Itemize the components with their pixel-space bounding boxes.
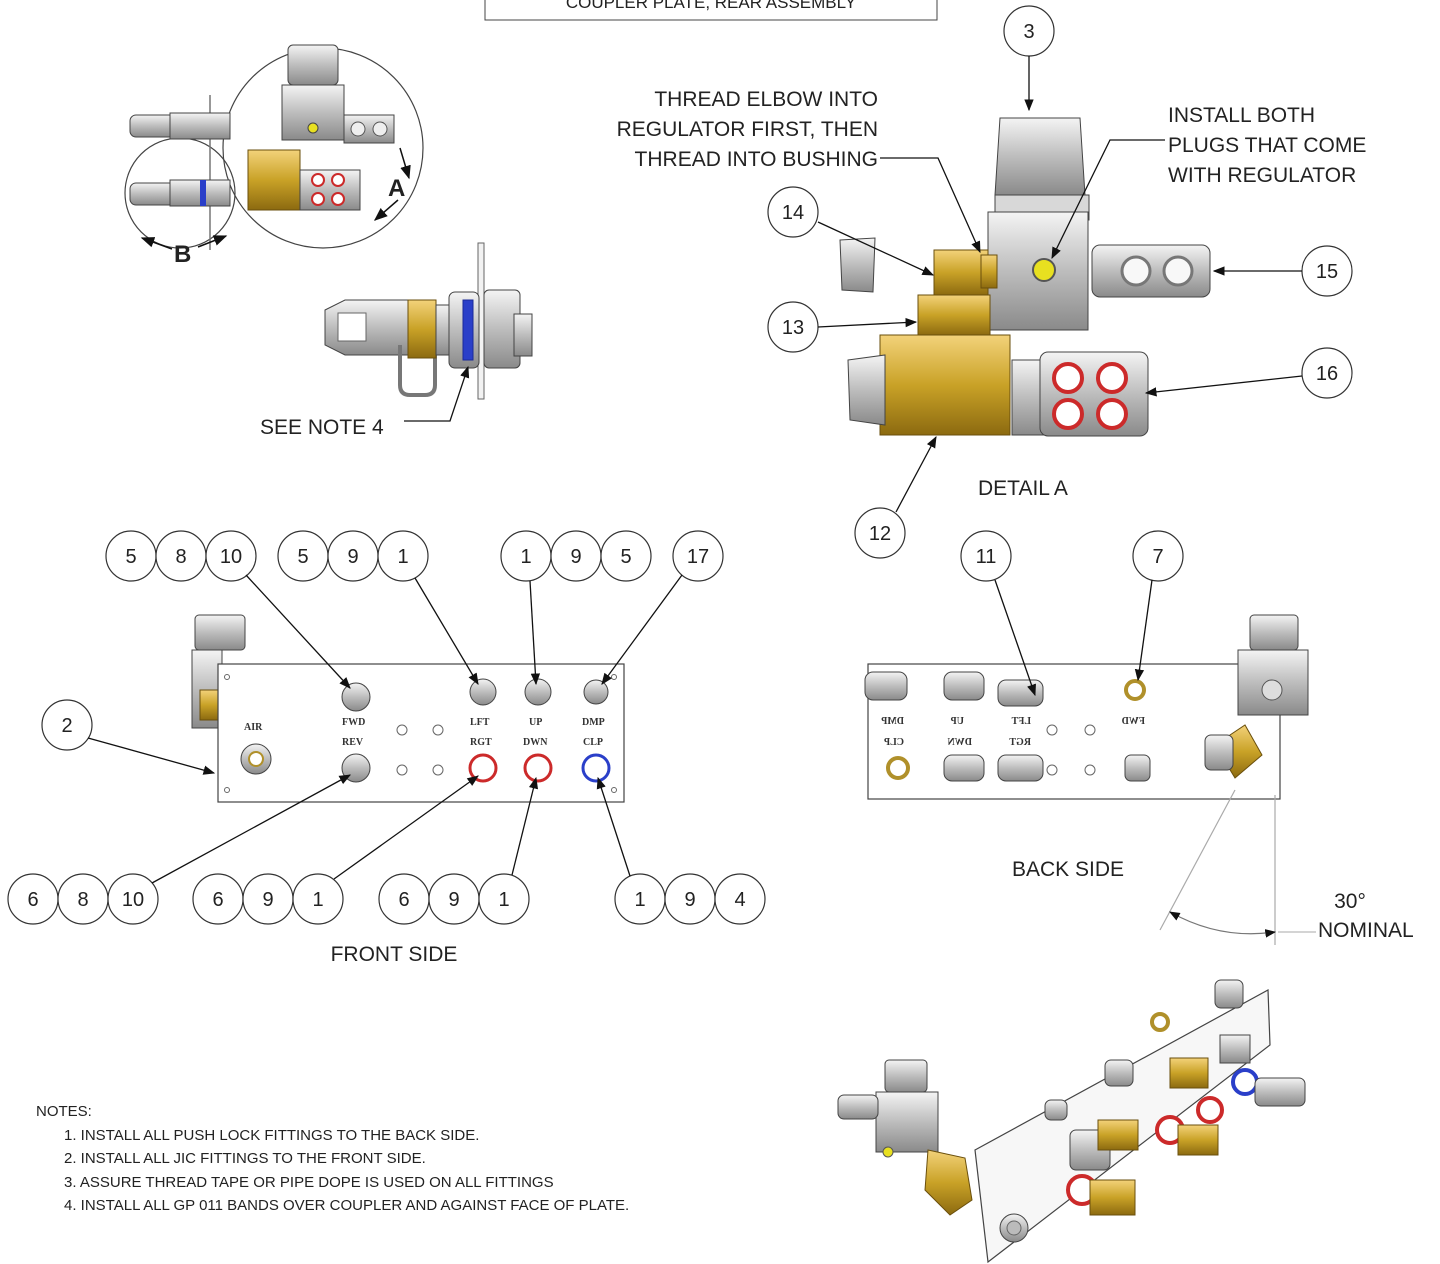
balloon-15: 15 — [1316, 261, 1338, 283]
svg-text:6: 6 — [27, 889, 38, 911]
svg-text:8: 8 — [77, 889, 88, 911]
svg-text:LFT: LFT — [1011, 716, 1031, 727]
isometric-assembly-view — [837, 979, 1306, 1264]
svg-text:2: 2 — [61, 715, 72, 737]
balloon-group-6-8-10: 6 8 10 — [7, 774, 352, 925]
plate-label-clp: CLP — [583, 737, 603, 748]
svg-text:17: 17 — [687, 546, 709, 568]
svg-text:1: 1 — [397, 546, 408, 568]
thread-elbow-line-3: THREAD INTO BUSHING — [635, 148, 878, 171]
svg-text:CLP: CLP — [884, 737, 904, 748]
svg-text:DMP: DMP — [881, 716, 904, 727]
thread-elbow-line-1: THREAD ELBOW INTO — [654, 88, 878, 111]
title-block: COUPLER PLATE, REAR ASSEMBLY — [484, 0, 938, 21]
svg-text:FWD: FWD — [1122, 716, 1145, 727]
notes-heading: NOTES: — [36, 1103, 92, 1120]
balloon-2: 2 — [41, 699, 216, 775]
plate-label-lft: LFT — [470, 717, 490, 728]
detail-b-coupler — [324, 242, 533, 400]
svg-text:10: 10 — [122, 889, 144, 911]
thread-elbow-line-2: REGULATOR FIRST, THEN — [617, 118, 878, 141]
section-a-arrow-1 — [399, 147, 411, 180]
balloon-12: 12 — [869, 523, 891, 545]
see-note-4-leader — [404, 365, 470, 422]
svg-text:1: 1 — [634, 889, 645, 911]
note-item-4: 4. INSTALL ALL GP 011 BANDS OVER COUPLER… — [64, 1197, 630, 1214]
plate-label-up: UP — [529, 717, 542, 728]
section-a-label: A — [388, 175, 405, 202]
back-plate-mirrored-labels: DMP CLP UP DWN LFT RGT FWD — [881, 716, 1145, 748]
svg-text:5: 5 — [297, 546, 308, 568]
svg-text:1: 1 — [498, 889, 509, 911]
svg-text:5: 5 — [620, 546, 631, 568]
angle-value: 30° — [1334, 890, 1366, 913]
balloon-group-5-8-10: 5 8 10 — [105, 530, 351, 689]
balloon-17: 17 — [601, 530, 724, 685]
detail-a-assembly — [839, 117, 1211, 437]
overview-sketch — [124, 44, 424, 250]
front-side-label: FRONT SIDE — [331, 943, 458, 966]
front-plate — [191, 614, 625, 803]
balloon-7: 7 — [1132, 530, 1184, 682]
svg-text:6: 6 — [398, 889, 409, 911]
plate-label-air: AIR — [244, 722, 263, 733]
angle-nominal: NOMINAL — [1318, 919, 1414, 942]
balloon-13: 13 — [782, 317, 804, 339]
note-item-3: 3. ASSURE THREAD TAPE OR PIPE DOPE IS US… — [64, 1173, 554, 1191]
detail-a-label: DETAIL A — [978, 477, 1068, 500]
balloon-3: 3 — [1023, 21, 1034, 43]
svg-text:9: 9 — [570, 546, 581, 568]
section-a-arrow-2 — [373, 199, 399, 221]
install-plugs-line-1: INSTALL BOTH — [1168, 104, 1315, 127]
svg-text:4: 4 — [734, 889, 745, 911]
note-item-1: 1. INSTALL ALL PUSH LOCK FITTINGS TO THE… — [64, 1126, 480, 1144]
section-b-label: B — [174, 241, 191, 268]
install-plugs-line-3: WITH REGULATOR — [1168, 164, 1356, 187]
angle-dimension — [1159, 789, 1277, 945]
balloon-group-6-9-1-a: 6 9 1 — [192, 775, 479, 925]
see-note-4-label: SEE NOTE 4 — [260, 416, 384, 439]
note-item-2: 2. INSTALL ALL JIC FITTINGS TO THE FRONT… — [64, 1150, 426, 1167]
balloon-group-6-9-1-b: 6 9 1 — [378, 776, 539, 925]
svg-text:10: 10 — [220, 546, 242, 568]
plate-label-dwn: DWN — [523, 737, 548, 748]
balloon-group-1-9-4: 1 9 4 — [596, 776, 766, 925]
back-plate — [864, 614, 1309, 800]
svg-text:DWN: DWN — [947, 737, 972, 748]
balloon-11: 11 — [960, 530, 1036, 697]
svg-text:9: 9 — [262, 889, 273, 911]
title-text: COUPLER PLATE, REAR ASSEMBLY — [566, 0, 856, 12]
balloon-group-5-9-1-top: 5 9 1 — [277, 530, 479, 686]
install-plugs-leader — [1051, 139, 1165, 260]
balloon-14: 14 — [782, 202, 804, 224]
svg-text:9: 9 — [448, 889, 459, 911]
svg-text:UP: UP — [951, 716, 964, 727]
install-plugs-line-2: PLUGS THAT COME — [1168, 134, 1366, 157]
svg-text:9: 9 — [347, 546, 358, 568]
section-b-arrow-1 — [140, 237, 173, 250]
plate-label-dmp: DMP — [582, 717, 605, 728]
section-b-arrow-2 — [197, 235, 228, 248]
balloon-group-1-9-5: 1 9 5 — [500, 530, 652, 686]
svg-text:5: 5 — [125, 546, 136, 568]
plate-label-rgt: RGT — [470, 737, 492, 748]
plate-label-fwd: FWD — [342, 717, 365, 728]
svg-text:11: 11 — [976, 546, 997, 568]
svg-text:7: 7 — [1152, 546, 1163, 568]
svg-text:9: 9 — [684, 889, 695, 911]
svg-text:1: 1 — [520, 546, 531, 568]
plate-label-rev: REV — [342, 737, 364, 748]
back-side-label: BACK SIDE — [1012, 858, 1124, 881]
balloon-16: 16 — [1316, 363, 1338, 385]
notes-block: NOTES: 1. INSTALL ALL PUSH LOCK FITTINGS… — [36, 1100, 629, 1218]
svg-text:RGT: RGT — [1009, 737, 1031, 748]
thread-elbow-leader — [880, 157, 981, 254]
svg-text:6: 6 — [212, 889, 223, 911]
svg-text:8: 8 — [175, 546, 186, 568]
svg-text:1: 1 — [312, 889, 323, 911]
